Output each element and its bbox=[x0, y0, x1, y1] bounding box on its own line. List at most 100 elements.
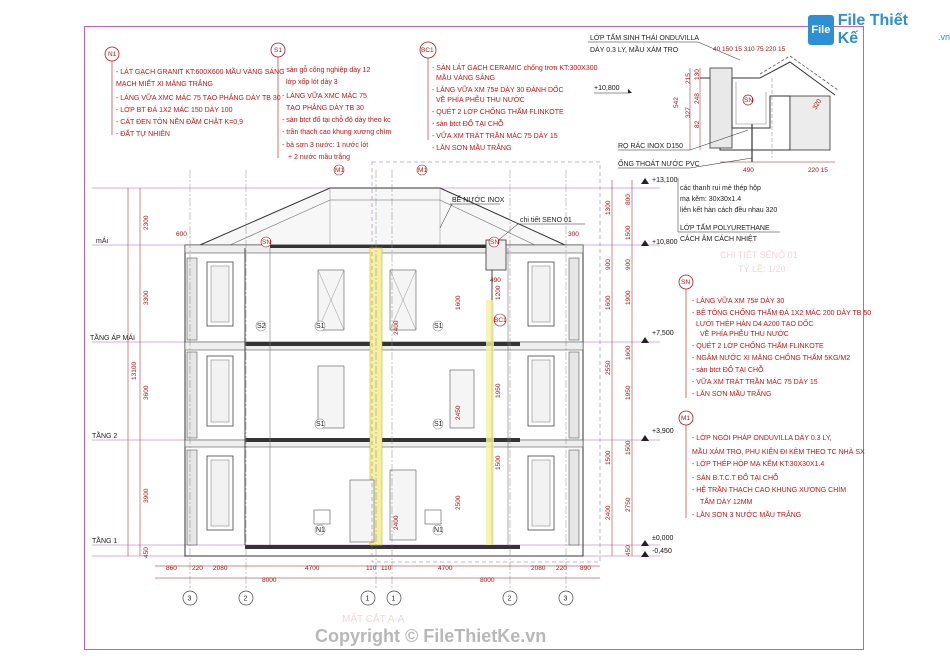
right-dim: 1950 bbox=[625, 385, 632, 400]
right-dim: 800 bbox=[625, 194, 632, 205]
note-n1: N1 - LÁT GẠCH GRANIT KT:600X600 MẦU VÀNG… bbox=[104, 46, 285, 138]
note-bc1-line: VỀ PHÍA PHỄU THU NƯỚC bbox=[436, 94, 525, 104]
note-m1-line: - SÀN B.T.C.T ĐỔ TẠI CHỖ bbox=[692, 473, 779, 482]
right-dim: 1500 bbox=[625, 440, 632, 455]
tag-s1: S1 bbox=[316, 421, 325, 428]
small-dim: 300 bbox=[568, 231, 579, 238]
tag-sn: SN bbox=[490, 239, 499, 246]
note-m1-tag: M1 bbox=[681, 415, 690, 422]
axis-bubble: 2 bbox=[244, 596, 248, 603]
note-s1-line: - bả sơn 3 nước: 1 nước lót bbox=[282, 142, 368, 149]
note-m1-line: - LĂN SƠN 3 NƯỚC MẦU TRẮNG bbox=[692, 509, 801, 519]
note-sn-line: LƯỚI THÉP HÀN D4 A200 TẠO DỐC bbox=[696, 318, 813, 328]
note-bc1-line: - LÁNG VỮA XM 75# DÀY 30 ĐÁNH DỐC bbox=[432, 84, 564, 94]
detail-left-dim: 542 bbox=[673, 97, 680, 108]
inner-dim: 1950 bbox=[495, 383, 502, 398]
axis-bubble: 1 bbox=[366, 596, 370, 603]
note-n1-line: MẠCH MIẾT XI MĂNG TRẮNG bbox=[116, 78, 213, 88]
inner-dim: 1200 bbox=[495, 285, 502, 300]
note-m1-line: - LỚP THÉP HỘP MẠ KẼM KT:30X30X1.4 bbox=[692, 459, 824, 468]
note-m1: M1 - LỚP NGÓI PHÁP ONDUVILLA DÀY 0.3 LY,… bbox=[678, 410, 865, 519]
bottom-dim: 110 bbox=[381, 565, 392, 572]
section-drawing: mÁi TẦNG ÁP MÁI TẦNG 2 TẦNG 1 2300 3300 … bbox=[90, 161, 678, 625]
bottom-dim: 890 bbox=[580, 565, 591, 572]
note-n1-line: - LÁNG VỮA XMC MÁC 75 TẠO PHẲNG DÀY TB 3… bbox=[116, 93, 281, 102]
right-dim: 900 bbox=[605, 259, 612, 270]
left-dim: 450 bbox=[143, 547, 150, 558]
seno-detail: LỚP TẤM SINH THÁI ONDUVILLA DÀY 0.3 LY, … bbox=[588, 32, 839, 274]
note-sn-line: - BÊ TÔNG CHỐNG THẤM ĐÁ 1X2 MÁC 200 DÀY … bbox=[692, 307, 871, 317]
tag-sn: SN bbox=[262, 239, 271, 246]
right-dim: 900 bbox=[625, 259, 632, 270]
brand-name: File Thiết Kế bbox=[837, 12, 908, 47]
floor-label: mÁi bbox=[96, 236, 109, 245]
bottom-dim: 8000 bbox=[262, 577, 277, 584]
note-sn-line: - LĂN SƠN MẦU TRẮNG bbox=[692, 388, 771, 398]
tag-s1: S1 bbox=[316, 323, 325, 330]
tag-s2: S2 bbox=[257, 323, 266, 330]
brand-domain: .vn bbox=[937, 32, 950, 42]
note-s1-line: - sàn btct đổ tại chỗ độ dày theo kc bbox=[282, 115, 391, 124]
tag-m1: M1 bbox=[418, 167, 427, 174]
detail-bottom-dim: 220 15 bbox=[808, 167, 828, 174]
brand-logo[interactable]: File File Thiết Kế .vn bbox=[808, 12, 950, 48]
bottom-dim: 2080 bbox=[213, 565, 228, 572]
bottom-dim: 220 bbox=[556, 565, 567, 572]
detail-left-dim: 82 bbox=[694, 120, 701, 128]
note-s1-line: - LÁNG VỮA XMC MÁC 75 bbox=[282, 91, 367, 100]
note-s1-line: TẠO PHẲNG DÀY TB 30 bbox=[286, 103, 364, 112]
detail-level: +10,800 bbox=[594, 85, 620, 92]
detail-tag: SN bbox=[744, 97, 753, 104]
note-bc1-line: - SÀN LÁT GẠCH CERAMIC chống trơn KT:300… bbox=[432, 63, 598, 72]
note-s1-line: lớp xốp lót dày 3 bbox=[286, 77, 338, 86]
inner-dim: 1600 bbox=[455, 295, 462, 310]
note-sn-tag: SN bbox=[681, 279, 690, 286]
note-bc1-line: - QUÉT 2 LỚP CHỐNG THẤM FLINKOTE bbox=[432, 106, 564, 116]
right-dim: 1900 bbox=[625, 290, 632, 305]
note-n1-line: - LÁT GẠCH GRANIT KT:600X600 MẦU VÀNG SÁ… bbox=[116, 66, 285, 76]
right-dim: 1600 bbox=[625, 345, 632, 360]
small-dim: 600 bbox=[176, 231, 187, 238]
floor-label: TẦNG 2 bbox=[92, 430, 117, 440]
note-m1-line: - HỆ TRẦN THẠCH CAO KHUNG XƯƠNG CHÌM bbox=[692, 484, 846, 494]
tag-s1: S1 bbox=[434, 421, 443, 428]
note-s1: S1 - sàn gỗ công nghiệp dày 12 lớp xốp l… bbox=[270, 42, 391, 161]
left-dim: 2300 bbox=[143, 215, 150, 230]
right-dim: 1600 bbox=[605, 295, 612, 310]
detail-left-dim: 248 bbox=[694, 93, 701, 104]
inner-dim: 490 bbox=[490, 277, 501, 284]
right-dim: 1300 bbox=[605, 200, 612, 215]
detail-note: LỚP TẤM POLYURETHANE bbox=[680, 222, 770, 232]
tag-bc1: BC1 bbox=[494, 317, 507, 324]
floor-label: TẦNG ÁP MÁI bbox=[90, 332, 135, 342]
drawing-frame bbox=[84, 26, 864, 650]
level-mark: -0,450 bbox=[652, 548, 672, 555]
note-s1-line: - trần thạch cao khung xương chìm bbox=[282, 127, 391, 136]
axis-bubble: 2 bbox=[508, 596, 512, 603]
right-dim: 1500 bbox=[625, 225, 632, 240]
level-mark: +3,900 bbox=[652, 428, 674, 435]
inner-dim: 2400 bbox=[393, 515, 400, 530]
note-bc1-line: - sàn btct ĐỔ TẠI CHỖ bbox=[432, 119, 504, 128]
note-m1-line: - LỚP NGÓI PHÁP ONDUVILLA DÀY 0.3 LY, bbox=[692, 433, 832, 442]
detail-right-dim: 320 bbox=[812, 98, 824, 111]
right-dim: 1500 bbox=[605, 450, 612, 465]
tag-m1: M1 bbox=[335, 167, 344, 174]
tag-n1: N1 bbox=[434, 527, 443, 534]
tag-s1: S1 bbox=[434, 323, 443, 330]
note-bc1-tag: BC1 bbox=[421, 47, 434, 54]
level-mark: +13,100 bbox=[652, 177, 678, 184]
right-dim: 450 bbox=[625, 545, 632, 556]
inner-dim: 2450 bbox=[455, 405, 462, 420]
note-bc1-line: - LĂN SƠN MẦU TRẮNG bbox=[432, 142, 511, 152]
note-sn-line: - VỮA XM TRÁT TRẦN MÁC 75 DÀY 15 bbox=[692, 376, 818, 386]
seno-label: chi tiết SENO 01 bbox=[520, 215, 572, 224]
detail-note: liên kết hàn cách đều nhau 320 bbox=[680, 205, 777, 214]
bottom-dim: 110 bbox=[366, 565, 377, 572]
left-dim: 3600 bbox=[143, 385, 150, 400]
inner-dim: 2400 bbox=[393, 320, 400, 335]
note-n1-tag: N1 bbox=[108, 51, 117, 58]
note-bc1-line: MẦU VÀNG SÁNG bbox=[436, 72, 495, 82]
inner-dim: 1500 bbox=[495, 455, 502, 470]
left-dim: 3300 bbox=[143, 290, 150, 305]
